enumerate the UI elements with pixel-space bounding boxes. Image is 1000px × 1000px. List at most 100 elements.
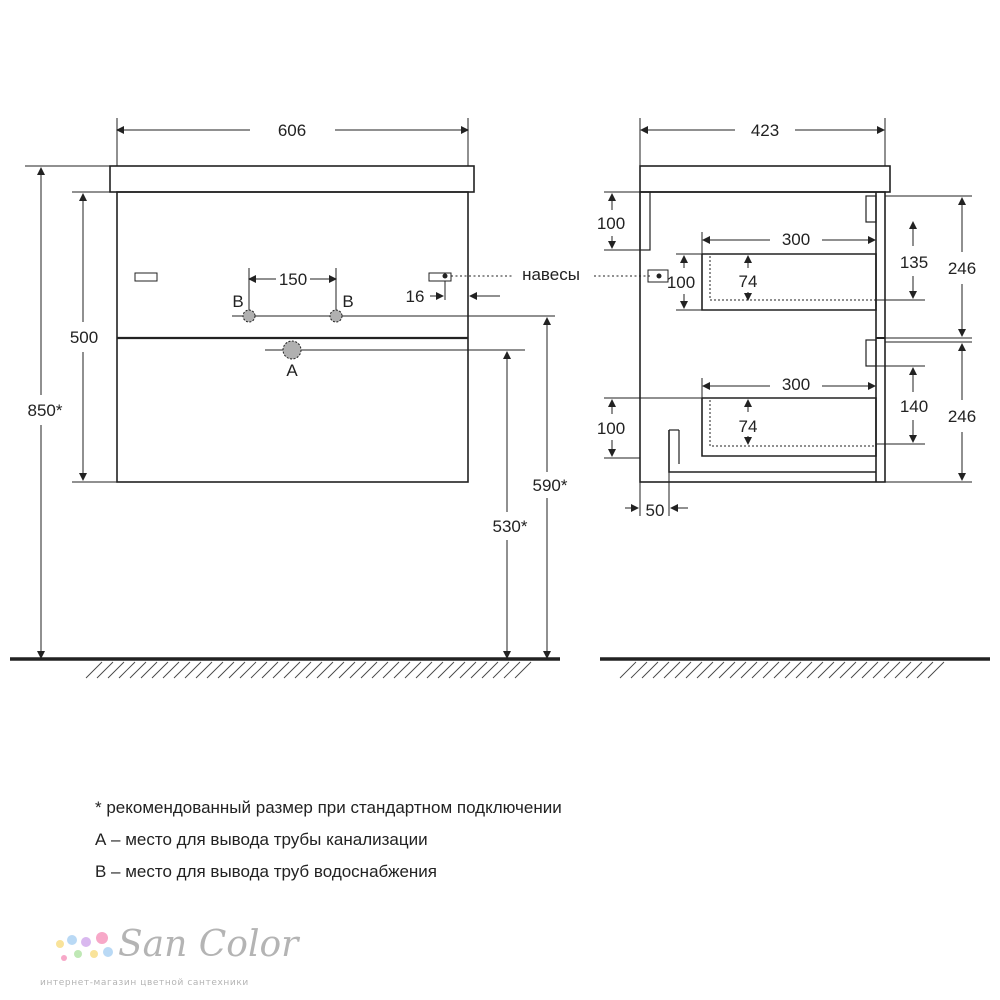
hatch-stroke <box>718 661 736 679</box>
hatch-stroke <box>872 661 890 679</box>
hatch-stroke <box>514 661 532 679</box>
hatch-stroke <box>663 661 681 679</box>
front-width-dim: 606 <box>278 121 306 140</box>
hatch-stroke <box>129 661 147 679</box>
upper-drawer-300-dim: 300 <box>782 230 810 249</box>
logo-dots-icon <box>56 932 113 961</box>
upper-drawer <box>701 253 877 311</box>
lower-100-dim: 100 <box>597 419 625 438</box>
side-countertop <box>639 165 891 193</box>
hatch-stroke <box>470 661 488 679</box>
upper-135-dim: 135 <box>900 253 928 272</box>
pipe-b-left-label: B <box>232 292 243 311</box>
supply-pipe-right <box>329 309 343 323</box>
hatch-stroke <box>173 661 191 679</box>
hatch-stroke <box>503 661 521 679</box>
hatch-stroke <box>206 661 224 679</box>
upper-drawer-74-dim: 74 <box>739 272 758 291</box>
hinges-label: навесы <box>522 265 580 284</box>
hatch-stroke <box>894 661 912 679</box>
hatch-stroke <box>839 661 857 679</box>
side-body <box>639 191 886 483</box>
hatch-stroke <box>250 661 268 679</box>
hatch-stroke <box>162 661 180 679</box>
hatch-stroke <box>806 661 824 679</box>
hatch-stroke <box>239 661 257 679</box>
bottom-50-dim: 50 <box>646 501 665 520</box>
left-hinge-mark <box>134 272 158 282</box>
hatch-stroke <box>916 661 934 679</box>
hatch-stroke <box>850 661 868 679</box>
hatch-stroke <box>762 661 780 679</box>
drain-pipe <box>282 340 302 360</box>
hatch-stroke <box>795 661 813 679</box>
pipe-a-label: A <box>286 361 298 380</box>
hatch-stroke <box>85 661 103 679</box>
notes-block: * рекомендованный размер при стандартном… <box>95 792 562 888</box>
hatch-stroke <box>96 661 114 679</box>
hatch-stroke <box>828 661 846 679</box>
hatch-stroke <box>459 661 477 679</box>
hatch-stroke <box>393 661 411 679</box>
hatch-stroke <box>151 661 169 679</box>
supply-height-dim: 590* <box>533 476 568 495</box>
drain-height-dim: 530* <box>493 517 528 536</box>
hatch-stroke <box>773 661 791 679</box>
note-supply: В – место для вывода труб водоснабжения <box>95 862 437 881</box>
right-hinge-dot <box>442 273 448 279</box>
hatch-stroke <box>415 661 433 679</box>
sancolor-logo: San Color интернет-магазин цветной санте… <box>40 924 300 994</box>
hinge-offset-dim: 16 <box>406 287 425 306</box>
hatch-stroke <box>305 661 323 679</box>
hatch-stroke <box>674 661 692 679</box>
note-recommended: * рекомендованный размер при стандартном… <box>95 798 562 817</box>
side-top-100-dim: 100 <box>597 214 625 233</box>
lower-drawer-74-dim: 74 <box>739 417 758 436</box>
hatch-stroke <box>272 661 290 679</box>
hatch-stroke <box>696 661 714 679</box>
side-hinge-dot <box>656 273 662 279</box>
hatch-stroke <box>184 661 202 679</box>
hatch-stroke <box>294 661 312 679</box>
right-hinge-mark <box>428 272 452 282</box>
hatch-stroke <box>118 661 136 679</box>
hatch-stroke <box>261 661 279 679</box>
hatch-stroke <box>740 661 758 679</box>
hatch-stroke <box>784 661 802 679</box>
total-height-dim: 850* <box>28 401 63 420</box>
hatch-stroke <box>349 661 367 679</box>
hatch-stroke <box>630 661 648 679</box>
hatch-stroke <box>751 661 769 679</box>
hatch-stroke <box>448 661 466 679</box>
hatch-stroke <box>404 661 422 679</box>
side-view <box>639 165 891 483</box>
hatch-stroke <box>382 661 400 679</box>
countertop <box>109 165 475 193</box>
hatch-stroke <box>426 661 444 679</box>
logo-tagline: интернет-магазин цветной сантехники <box>40 978 249 988</box>
hatch-stroke <box>652 661 670 679</box>
lower-drawer-300-dim: 300 <box>782 375 810 394</box>
hatch-stroke <box>316 661 334 679</box>
hatch-stroke <box>729 661 747 679</box>
cabinet-height-dim: 500 <box>70 328 98 347</box>
hatch-stroke <box>371 661 389 679</box>
hatch-stroke <box>437 661 455 679</box>
pipe-b-right-label: B <box>342 292 353 311</box>
hatch-stroke <box>492 661 510 679</box>
hatch-stroke <box>107 661 125 679</box>
hatch-stroke <box>927 661 945 679</box>
hatch-stroke <box>641 661 659 679</box>
hatch-stroke <box>817 661 835 679</box>
hatch-stroke <box>707 661 725 679</box>
hatch-stroke <box>338 661 356 679</box>
lower-drawer <box>701 397 877 457</box>
hatch-stroke <box>195 661 213 679</box>
hatch-stroke <box>360 661 378 679</box>
hatch-stroke <box>283 661 301 679</box>
hatch-stroke <box>861 661 879 679</box>
upper-246-dim: 246 <box>948 259 976 278</box>
side-depth-dim: 423 <box>751 121 779 140</box>
floor-hatch-right <box>619 661 945 679</box>
